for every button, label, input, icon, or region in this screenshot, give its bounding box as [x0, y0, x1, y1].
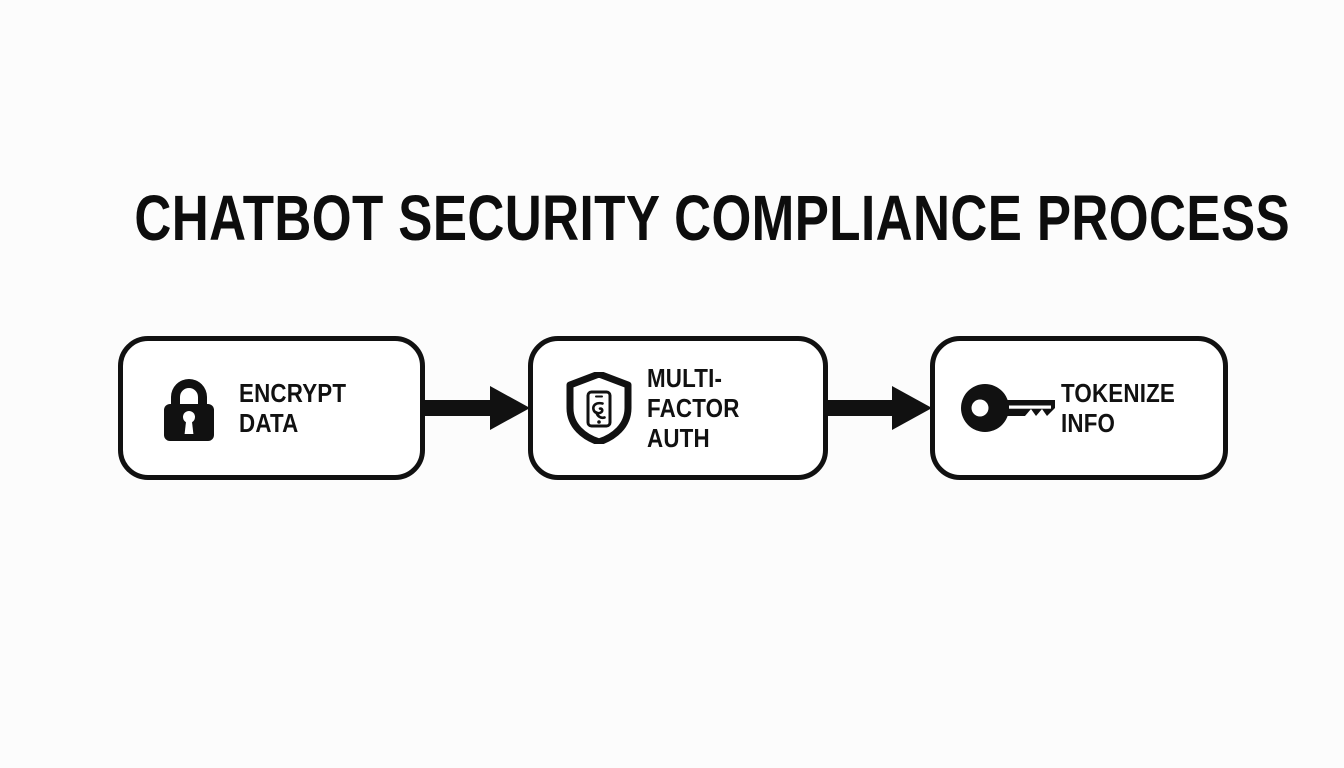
arrow-right-icon: [424, 386, 530, 430]
process-step-encrypt-data[interactable]: ENCRYPT DATA: [118, 336, 425, 480]
process-step-label: MULTI-FACTOR AUTH: [647, 363, 740, 453]
process-flow: ENCRYPT DATA MULTI-FACTOR AUTH: [118, 336, 1228, 480]
process-step-multi-factor-auth[interactable]: MULTI-FACTOR AUTH: [528, 336, 828, 480]
process-step-tokenize-info[interactable]: TOKENIZE INFO: [930, 336, 1228, 480]
arrow-right-icon: [826, 386, 932, 430]
process-step-label: TOKENIZE INFO: [1061, 378, 1176, 438]
key-icon: [961, 372, 1057, 444]
shield-phone-icon: [563, 372, 635, 444]
process-step-label: ENCRYPT DATA: [239, 378, 347, 438]
page-title: CHATBOT SECURITY COMPLIANCE PROCESS: [134, 182, 1291, 254]
padlock-icon: [153, 372, 225, 444]
